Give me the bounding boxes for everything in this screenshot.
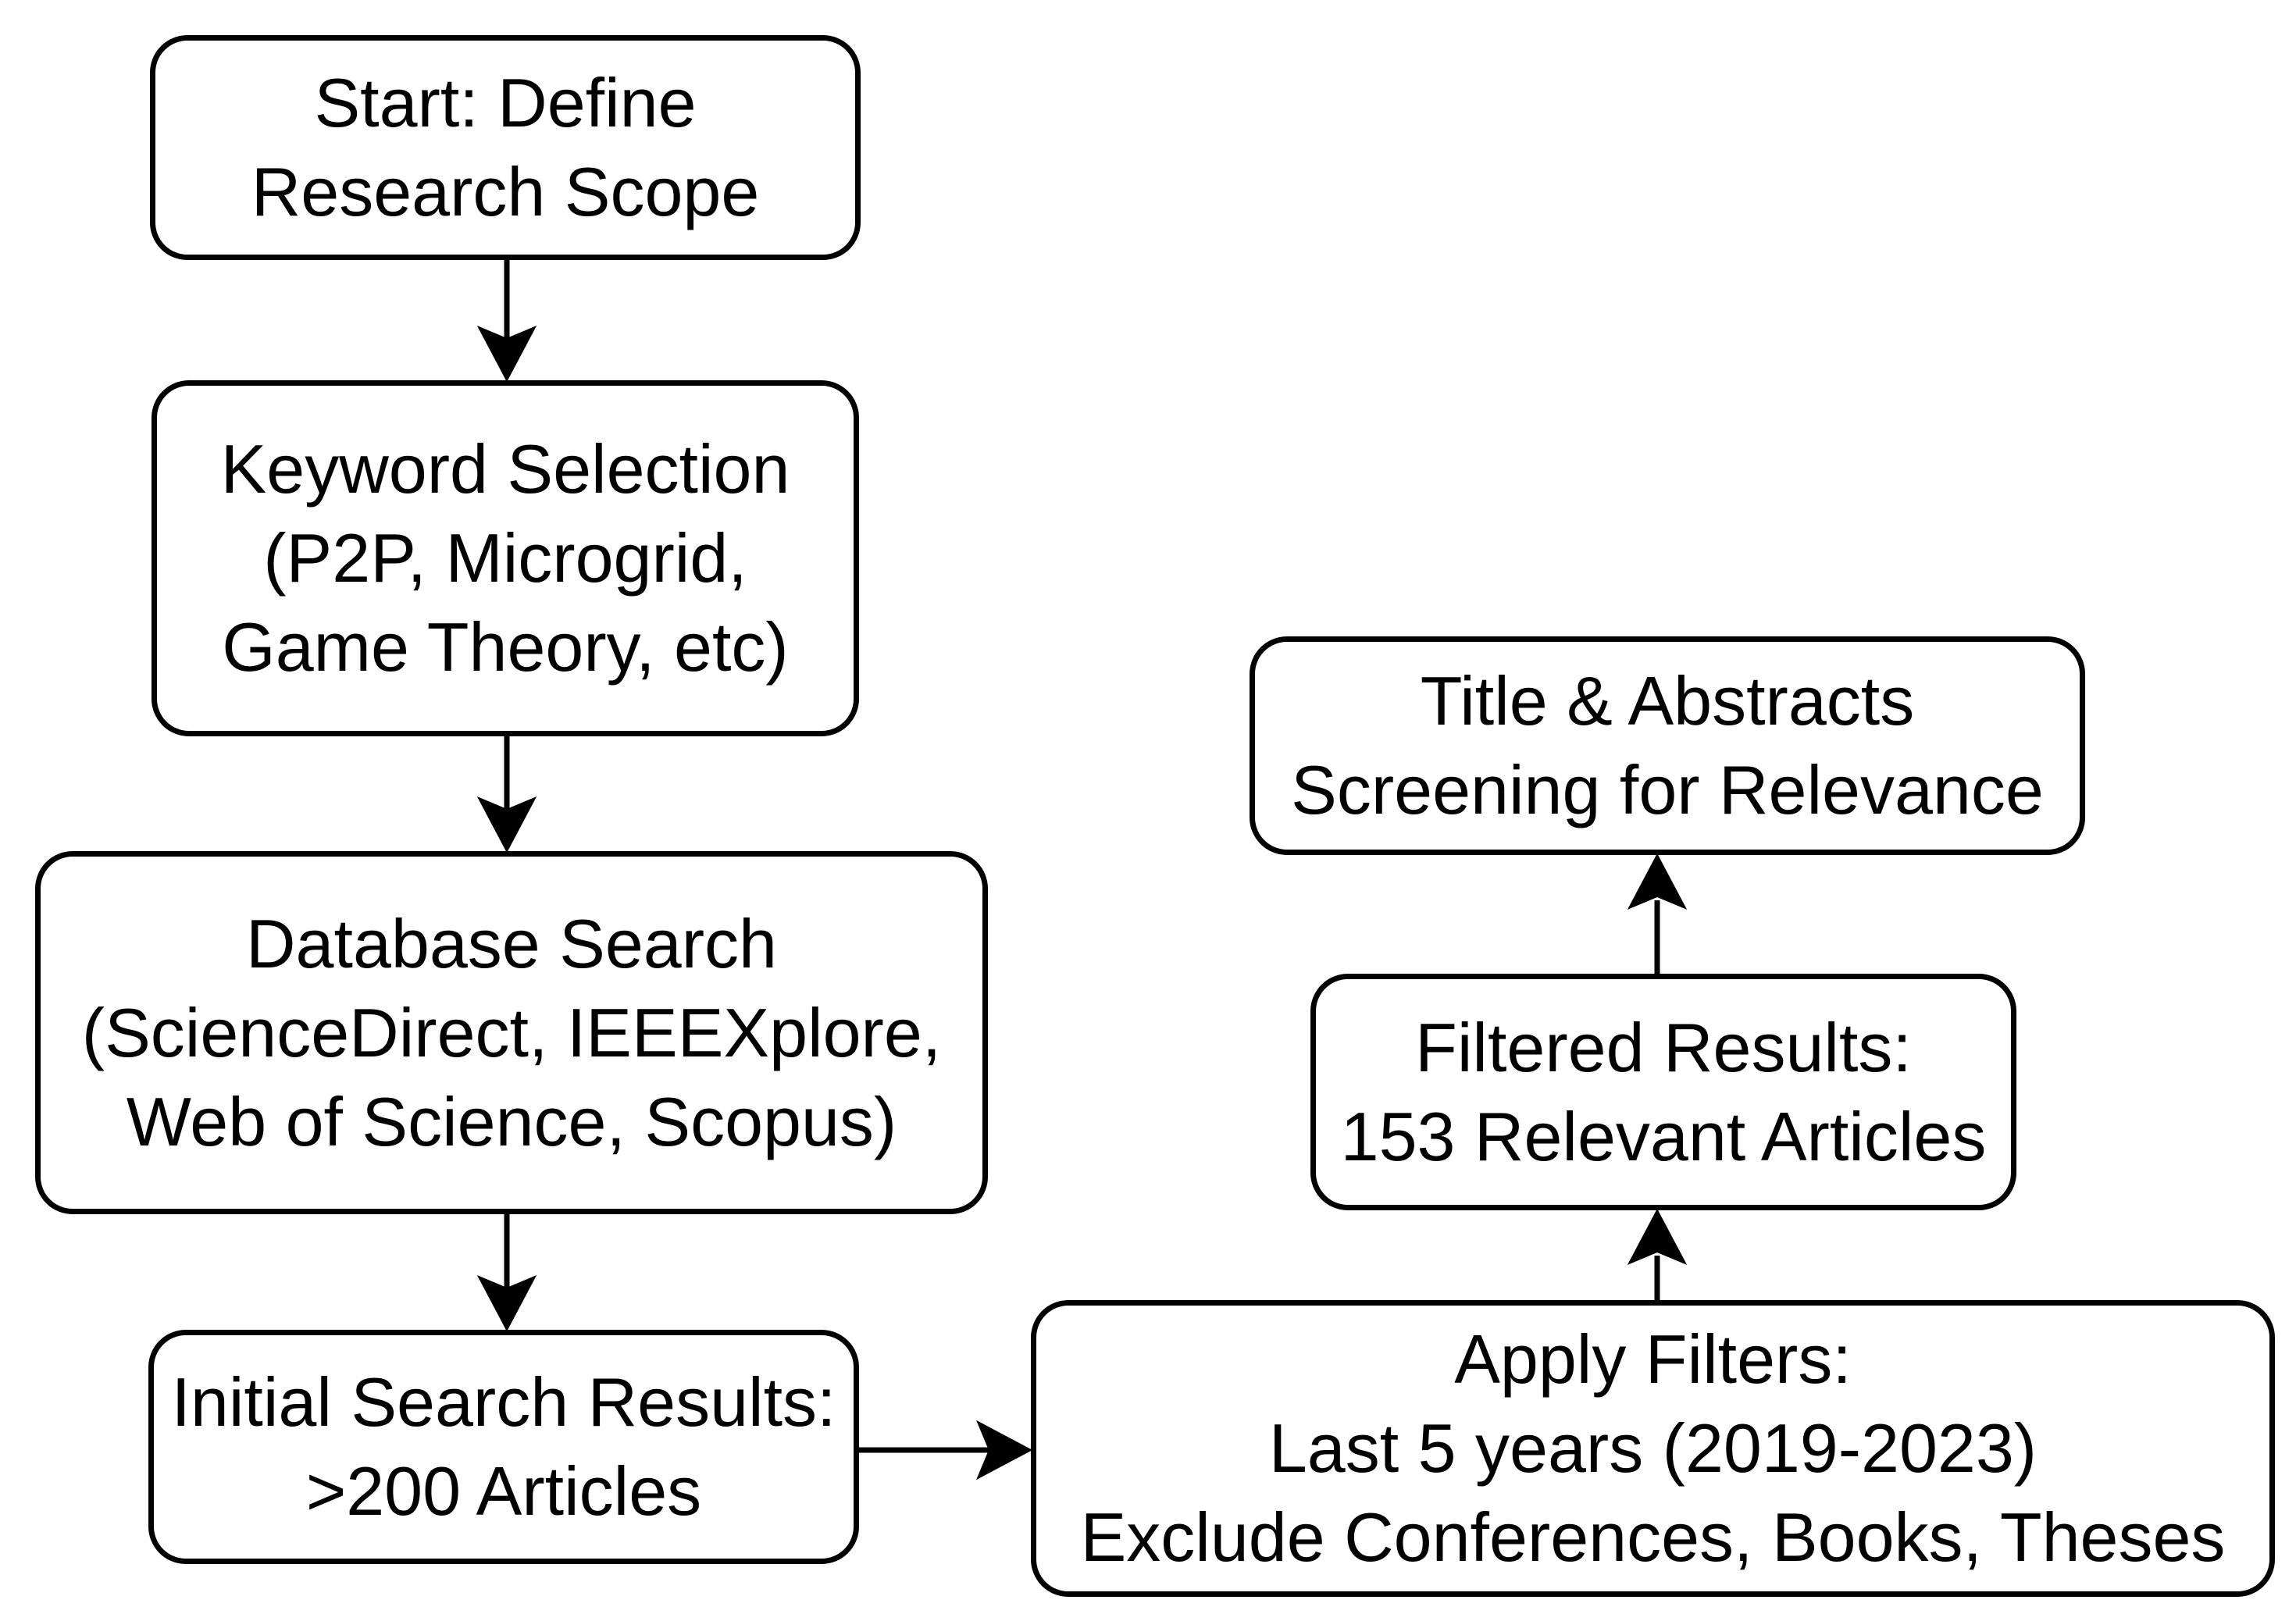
node-apply-filters-line: Last 5 years (2019-2023): [1268, 1409, 2038, 1487]
node-apply-filters-line: Exclude Conferences, Books, Theses: [1080, 1498, 2226, 1576]
node-filtered-results-line: Filtered Results:: [1415, 1008, 1912, 1086]
node-apply-filters: Apply Filters: Last 5 years (2019-2023) …: [1031, 1300, 2275, 1597]
node-initial-results-line: Initial Search Results:: [171, 1363, 836, 1441]
node-database-search: Database Search (ScienceDirect, IEEEXplo…: [35, 851, 988, 1214]
arrow-keyword-selection-to-database-search: [476, 736, 537, 853]
node-screening-line: Title & Abstracts: [1420, 662, 1915, 739]
arrow-initial-results-to-apply-filters: [859, 1420, 1033, 1480]
node-screening-line: Screening for Relevance: [1291, 751, 2044, 828]
node-keyword-selection: Keyword Selection (P2P, Microgrid, Game …: [152, 380, 859, 736]
node-database-search-text: Database Search (ScienceDirect, IEEEXplo…: [82, 900, 941, 1167]
node-filtered-results-line: 153 Relevant Articles: [1340, 1097, 1987, 1175]
arrow-apply-filters-to-filtered-results: [1627, 1208, 1688, 1300]
node-start-text: Start: Define Research Scope: [251, 59, 760, 237]
node-start-line: Start: Define: [314, 64, 697, 141]
arrow-database-search-to-initial-results: [476, 1214, 537, 1332]
node-keyword-selection-line: (P2P, Microgrid,: [263, 519, 747, 597]
node-filtered-results: Filtered Results: 153 Relevant Articles: [1310, 974, 2016, 1210]
node-apply-filters-line: Apply Filters:: [1454, 1320, 1852, 1398]
node-keyword-selection-line: Keyword Selection: [220, 430, 790, 508]
node-filtered-results-text: Filtered Results: 153 Relevant Articles: [1341, 1003, 1987, 1181]
arrow-filtered-results-to-screening: [1627, 853, 1688, 974]
node-initial-results-line: >200 Articles: [305, 1452, 702, 1530]
node-database-search-line: (ScienceDirect, IEEEXplore,: [81, 993, 942, 1071]
node-database-search-line: Database Search: [246, 904, 777, 982]
node-database-search-line: Web of Science, Scopus): [126, 1082, 897, 1160]
node-initial-results-text: Initial Search Results: >200 Articles: [171, 1358, 836, 1536]
node-keyword-selection-line: Game Theory, etc): [222, 608, 789, 686]
node-start-line: Research Scope: [251, 153, 760, 230]
node-keyword-selection-text: Keyword Selection (P2P, Microgrid, Game …: [221, 425, 790, 692]
node-apply-filters-text: Apply Filters: Last 5 years (2019-2023) …: [1081, 1315, 2226, 1582]
node-initial-results: Initial Search Results: >200 Articles: [148, 1330, 859, 1564]
node-screening-text: Title & Abstracts Screening for Relevanc…: [1291, 657, 2044, 835]
arrow-start-to-keyword-selection: [476, 260, 537, 383]
node-screening: Title & Abstracts Screening for Relevanc…: [1250, 636, 2085, 855]
node-start: Start: Define Research Scope: [150, 35, 861, 260]
